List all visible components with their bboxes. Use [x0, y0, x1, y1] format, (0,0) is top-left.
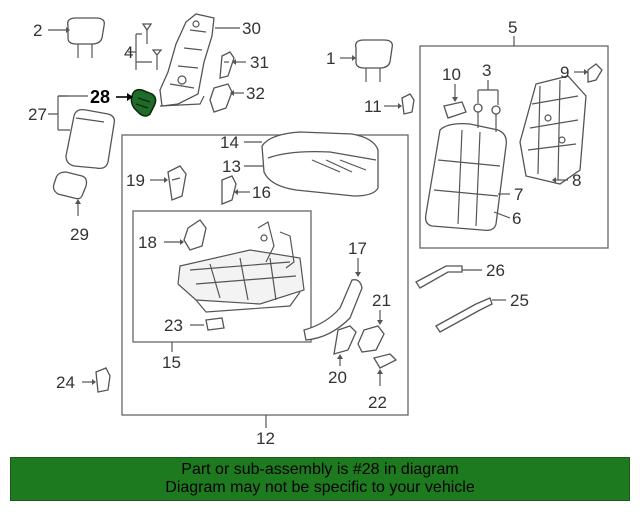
frame-12-group	[121, 134, 409, 416]
cover-part-32[interactable]	[209, 83, 233, 113]
callout-30: 30	[242, 19, 261, 38]
callout-18: 18	[138, 233, 157, 252]
trim-part-18[interactable]	[183, 219, 207, 251]
arrow-1-center	[352, 55, 356, 61]
arrow-2	[66, 27, 70, 33]
headrest-part-27[interactable]	[65, 108, 116, 170]
callout-32: 32	[246, 84, 265, 103]
callout-13: 13	[222, 157, 241, 176]
arrow-11	[398, 103, 402, 109]
callout-26: 26	[486, 261, 505, 280]
headrest-part-2[interactable]	[67, 17, 105, 58]
callout-5: 5	[508, 18, 517, 37]
callout-29: 29	[70, 225, 89, 244]
callout-10: 10	[442, 65, 461, 84]
clip-part-23[interactable]	[205, 317, 225, 331]
leader-27	[48, 95, 70, 131]
arrow-21	[377, 320, 383, 325]
callout-9: 9	[560, 63, 569, 82]
frame-15-group	[132, 210, 312, 343]
callout-4: 4	[124, 43, 133, 62]
callout-31: 31	[250, 53, 269, 72]
banner-line-1: Part or sub-assembly is #28 in diagram	[181, 461, 459, 478]
callout-14: 14	[220, 133, 239, 152]
trim-part-21[interactable]	[357, 325, 385, 353]
seatback-frame-part-8[interactable]	[519, 75, 587, 185]
callout-24: 24	[56, 373, 75, 392]
arrow-19	[164, 177, 168, 183]
callout-22: 22	[368, 393, 387, 412]
callout-23: 23	[164, 316, 183, 335]
callout-27: 27	[28, 105, 47, 124]
cap-part-22[interactable]	[372, 353, 398, 369]
highlighted-part-28[interactable]	[130, 88, 157, 117]
callout-17: 17	[348, 239, 367, 258]
callout-7: 7	[514, 185, 523, 204]
arrow-32	[230, 90, 234, 96]
bracket-part-10[interactable]	[443, 101, 467, 119]
seat-frame-part-15[interactable]	[177, 221, 305, 313]
callout-1-center: 1	[326, 49, 335, 68]
callout-12: 12	[256, 429, 275, 448]
clip-part-24[interactable]	[95, 367, 111, 393]
parts-diagram: 2 4 30 31 32 28 27 29 1 11 5 10 3 9 8 7 …	[28, 13, 609, 448]
arrow-31	[232, 59, 236, 65]
callout-28: 28	[90, 87, 110, 107]
clip-part-9[interactable]	[587, 63, 603, 83]
bolts-part-3[interactable]	[473, 103, 501, 132]
trim-part-19[interactable]	[167, 165, 187, 201]
callout-6: 6	[512, 209, 521, 228]
callout-25: 25	[510, 291, 529, 310]
trim-strip-part-26[interactable]	[415, 265, 463, 289]
arrow-22	[377, 369, 383, 374]
arrow-17	[355, 272, 361, 277]
trim-part-20[interactable]	[333, 325, 357, 355]
trim-part-16[interactable]	[221, 175, 237, 205]
arrow-20	[337, 354, 343, 359]
seatback-frame-part-30[interactable]	[159, 13, 215, 107]
cover-part-17[interactable]	[303, 279, 363, 341]
trim-strip-part-25[interactable]	[435, 297, 493, 333]
seatback-part-7[interactable]	[424, 122, 507, 232]
callout-21: 21	[372, 291, 391, 310]
info-banner: Part or sub-assembly is #28 in diagram D…	[10, 457, 630, 501]
callout-2: 2	[33, 21, 42, 40]
callout-3: 3	[482, 61, 491, 80]
arrow-10	[452, 97, 458, 102]
arrow-9	[584, 69, 588, 75]
callout-11: 11	[364, 97, 382, 116]
arrow-16	[234, 189, 238, 195]
leader-3	[477, 80, 499, 105]
leader-4	[128, 33, 152, 70]
arrow-8	[552, 177, 556, 183]
bracket-part-31[interactable]	[219, 51, 235, 79]
clip-part-11[interactable]	[401, 93, 415, 115]
callout-15: 15	[162, 353, 181, 372]
seat-cushion-part-13-14[interactable]	[261, 131, 379, 197]
callout-16: 16	[252, 183, 271, 202]
cover-part-29[interactable]	[52, 171, 88, 200]
arrow-28	[127, 93, 133, 101]
callout-8: 8	[572, 171, 581, 190]
banner-line-2: Diagram may not be specific to your vehi…	[165, 479, 475, 496]
arrow-29	[75, 199, 81, 204]
callout-19: 19	[126, 171, 145, 190]
leader-6	[493, 211, 511, 219]
callout-20: 20	[328, 368, 347, 387]
screws-part-4[interactable]	[141, 23, 163, 70]
arrow-24	[92, 379, 96, 385]
headrest-part-1[interactable]	[355, 39, 393, 82]
arrow-18	[180, 239, 184, 245]
